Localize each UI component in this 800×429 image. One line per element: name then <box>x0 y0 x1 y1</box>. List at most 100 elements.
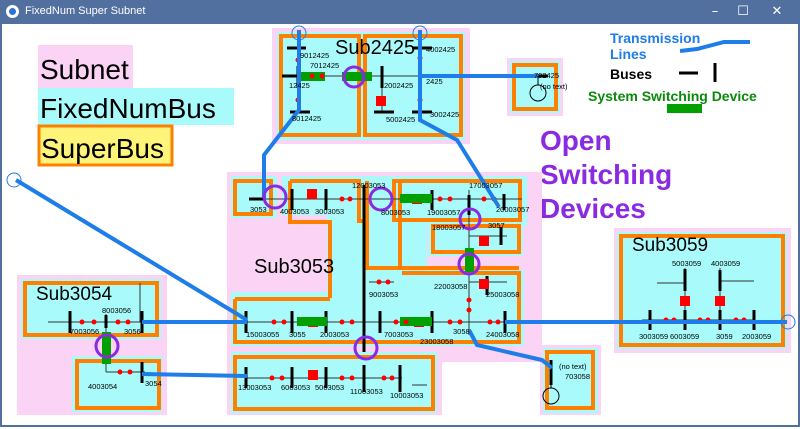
annotation-line1: Open <box>540 125 612 156</box>
bus-label: 25003058 <box>486 290 519 299</box>
breaker-dot[interactable] <box>279 375 285 381</box>
open-switching-annotation: Open Switching Devices <box>540 125 672 224</box>
legend-fixednumbus: FixedNumBus <box>40 93 216 124</box>
breaker-dot[interactable] <box>115 319 121 325</box>
breaker-dot[interactable] <box>349 319 355 325</box>
breaker-dot[interactable] <box>481 196 487 202</box>
breaker-dot[interactable] <box>466 307 472 313</box>
offpage-arrow-icon <box>6 172 22 188</box>
line-west-15003055 <box>14 178 249 322</box>
bus-label: 8012425 <box>292 114 321 123</box>
generator-icon <box>529 84 547 102</box>
transmission-lines[interactable] <box>14 30 787 378</box>
close-button[interactable]: ✕ <box>771 4 783 19</box>
superbus-3059[interactable] <box>619 234 785 347</box>
bus-label: 5002425 <box>386 115 415 124</box>
annotation-line2: Switching <box>540 159 672 190</box>
superbus-outlines <box>23 34 785 411</box>
breaker-dot[interactable] <box>487 319 493 325</box>
minimize-button[interactable]: – <box>711 4 719 19</box>
legend-buses: Buses <box>610 66 652 82</box>
title-bar: FixedNum Super Subnet – ☐ ✕ <box>0 0 800 24</box>
breaker-dot[interactable] <box>281 319 287 325</box>
breaker-dot[interactable] <box>376 279 382 285</box>
app-icon <box>6 5 19 18</box>
breaker-dot[interactable] <box>127 369 133 375</box>
bus-label: 9012425 <box>300 51 329 60</box>
bus-label: 24003058 <box>486 330 519 339</box>
breaker-dot[interactable] <box>389 375 395 381</box>
breaker-dot[interactable] <box>269 375 275 381</box>
superbus-702425[interactable] <box>512 63 558 111</box>
line-3054-13003053 <box>141 372 248 378</box>
bus-label: 2003053 <box>320 330 349 339</box>
legend-transmission: Transmission <box>610 30 700 46</box>
breaker-dot[interactable] <box>466 297 472 303</box>
breaker-dot[interactable] <box>125 319 131 325</box>
bus-label: 2425 <box>426 77 443 86</box>
legend-superbus: SuperBus <box>41 133 164 164</box>
open-switch-markers[interactable] <box>94 65 482 361</box>
bus-label: 2003059 <box>742 332 771 341</box>
offpage-arrow-icon <box>780 314 796 330</box>
breaker-dot[interactable] <box>447 319 453 325</box>
legend-fixednumbus-swatch <box>38 88 234 125</box>
breaker-dots[interactable] <box>79 55 747 381</box>
bus-label: 3054 <box>145 379 162 388</box>
bus-labels: 9012425701242512425801242520024255002425… <box>70 45 771 400</box>
superbus-703058[interactable] <box>545 350 595 410</box>
bus-label: 4003053 <box>280 207 309 216</box>
breaker-dot[interactable] <box>447 196 453 202</box>
bus-label: 3003053 <box>315 207 344 216</box>
bus-label: 703058 <box>565 372 590 381</box>
bus-label: 18003057 <box>432 223 465 232</box>
legend-subnet-swatch <box>38 45 133 88</box>
bus-label: 5003053 <box>315 383 344 392</box>
breaker-dot[interactable] <box>79 319 85 325</box>
bus-label: 6003059 <box>670 332 699 341</box>
superbus-3053[interactable] <box>233 179 273 216</box>
line-3058-703058 <box>467 329 554 370</box>
breaker-dot[interactable] <box>117 369 123 375</box>
breaker-dot[interactable] <box>271 319 277 325</box>
legend-subnet: Subnet <box>40 54 129 85</box>
bus-label: 7003056 <box>70 327 99 336</box>
bus-label: 20003057 <box>496 205 529 214</box>
superbus-2425-right[interactable] <box>363 34 463 137</box>
breaker-dot[interactable] <box>381 375 387 381</box>
breaker-dot[interactable] <box>393 319 399 325</box>
bus-label: 13003053 <box>238 383 271 392</box>
superbus-17003057[interactable] <box>392 179 522 222</box>
breaker-dot[interactable] <box>319 73 325 79</box>
bus-label: 3059 <box>716 332 733 341</box>
sub3053-label: Sub3053 <box>254 256 334 278</box>
oneline-diagram[interactable]: Subnet FixedNumBus SuperBus Transmission… <box>2 24 798 425</box>
bus-label: 6003053 <box>281 383 310 392</box>
superbus-bottom[interactable] <box>233 355 435 411</box>
offpage-links[interactable] <box>6 25 796 330</box>
superbus-3056[interactable] <box>23 281 159 337</box>
breaker-dot[interactable] <box>495 319 501 325</box>
breaker-dot[interactable] <box>437 196 443 202</box>
bus-label: (no text) <box>540 82 568 91</box>
breaker-dot[interactable] <box>403 319 409 325</box>
maximize-button[interactable]: ☐ <box>737 4 749 19</box>
breaker-dot[interactable] <box>347 196 353 202</box>
breaker-dot[interactable] <box>309 73 315 79</box>
superbus-main[interactable] <box>233 271 521 344</box>
bus-label: 11003053 <box>350 387 383 396</box>
breaker-dot[interactable] <box>339 375 345 381</box>
diagram-canvas[interactable]: Subnet FixedNumBus SuperBus Transmission… <box>0 24 800 427</box>
annotation-line3: Devices <box>540 193 646 224</box>
bus-label: 3058 <box>453 327 470 336</box>
breaker-dot[interactable] <box>91 319 97 325</box>
breaker-dot[interactable] <box>339 196 345 202</box>
bus-label: 3057 <box>488 221 505 230</box>
breaker-dot[interactable] <box>349 375 355 381</box>
breaker-dot[interactable] <box>457 319 463 325</box>
superbus-3054[interactable] <box>75 359 161 410</box>
legend-switch-swatch <box>667 104 702 113</box>
breaker-dot[interactable] <box>385 279 391 285</box>
breaker-dot[interactable] <box>339 319 345 325</box>
bus-label: 9003053 <box>369 290 398 299</box>
